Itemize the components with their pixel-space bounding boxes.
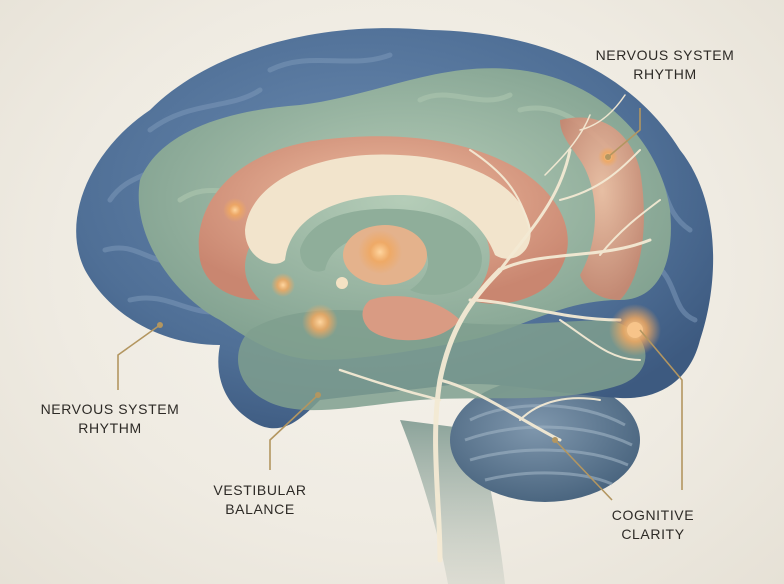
label-line-2: RHYTHM xyxy=(633,66,697,82)
leader-dots xyxy=(157,154,611,443)
neural-branches xyxy=(338,94,661,563)
label-line-1: VESTIBULAR xyxy=(213,482,307,498)
label-line-2: CLARITY xyxy=(621,526,685,542)
peach-band-mid xyxy=(362,296,460,341)
cerebellum xyxy=(450,378,640,502)
label-nervous-system-rhythm-left: NERVOUS SYSTEM RHYTHM xyxy=(30,400,190,438)
leader-lines xyxy=(117,108,683,501)
inner-loop xyxy=(300,208,482,295)
corpus-callosum xyxy=(245,154,531,264)
label-nervous-system-rhythm-top: NERVOUS SYSTEM RHYTHM xyxy=(590,46,740,84)
label-line-2: BALANCE xyxy=(225,501,295,517)
glow-nodes xyxy=(223,147,661,356)
peach-band-right xyxy=(560,117,644,300)
temporal-lobe xyxy=(238,310,646,411)
label-line-1: NERVOUS SYSTEM xyxy=(595,47,735,63)
label-cognitive-clarity: COGNITIVE CLARITY xyxy=(598,506,708,544)
label-vestibular-balance: VESTIBULAR BALANCE xyxy=(200,481,320,519)
label-line-2: RHYTHM xyxy=(78,420,142,436)
label-line-1: COGNITIVE xyxy=(611,507,695,523)
label-line-1: NERVOUS SYSTEM xyxy=(40,401,180,417)
